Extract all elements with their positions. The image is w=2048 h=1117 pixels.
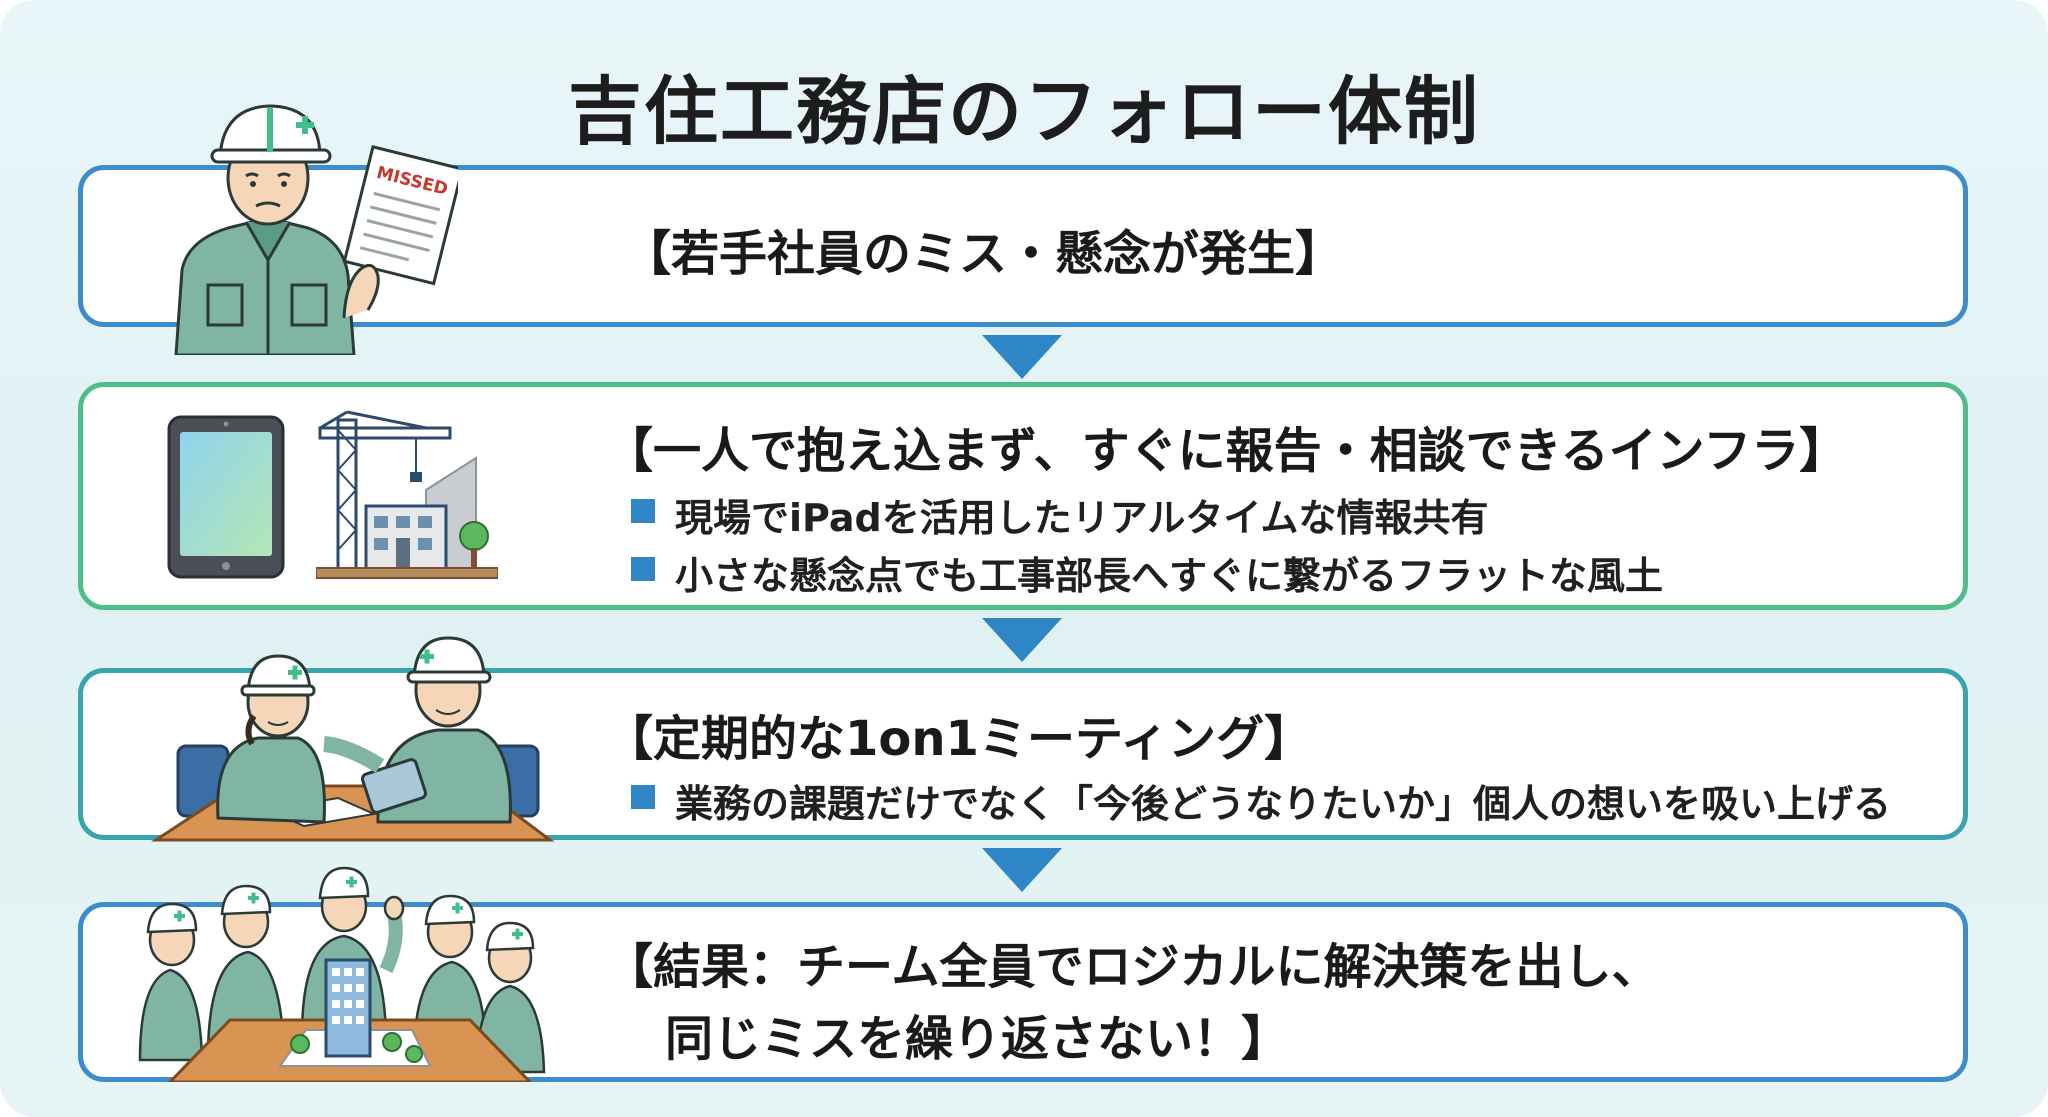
step-heading: 【一人で抱え込まず、すぐに報告・相談できるインフラ】 <box>605 423 1848 479</box>
down-arrow-icon <box>982 335 1062 379</box>
tablet-icon <box>167 415 285 579</box>
team-meeting-icon <box>138 866 546 1082</box>
down-arrow-icon <box>982 618 1062 662</box>
bullet-square-icon <box>631 499 655 523</box>
step-heading: 【定期的な1on1ミーティング】 <box>605 711 1313 767</box>
step-heading: 【結果：チーム全員でロジカルに解決策を出し、 <box>605 939 1660 995</box>
bullet-item: 現場でiPadを活用したリアルタイムな情報共有 <box>631 487 1489 542</box>
bullet-item: 業務の課題だけでなく「今後どうなりたいか」個人の想いを吸い上げる <box>631 773 1891 828</box>
step-heading: 同じミスを繰り返さない！】 <box>665 1011 1290 1067</box>
page-title: 吉住工務店のフォロー体制 <box>568 69 1480 155</box>
bullet-square-icon <box>631 557 655 581</box>
step-heading: 【若手社員のミス・懸念が発生】 <box>623 226 1344 282</box>
bullet-square-icon <box>631 785 655 809</box>
bullet-item: 小さな懸念点でも工事部長へすぐに繋がるフラットな風土 <box>631 545 1663 600</box>
mentor-meeting-icon <box>150 636 555 842</box>
down-arrow-icon <box>982 848 1062 892</box>
worker-worried-icon: MISSED <box>174 104 458 355</box>
construction-crane-icon <box>316 410 498 579</box>
